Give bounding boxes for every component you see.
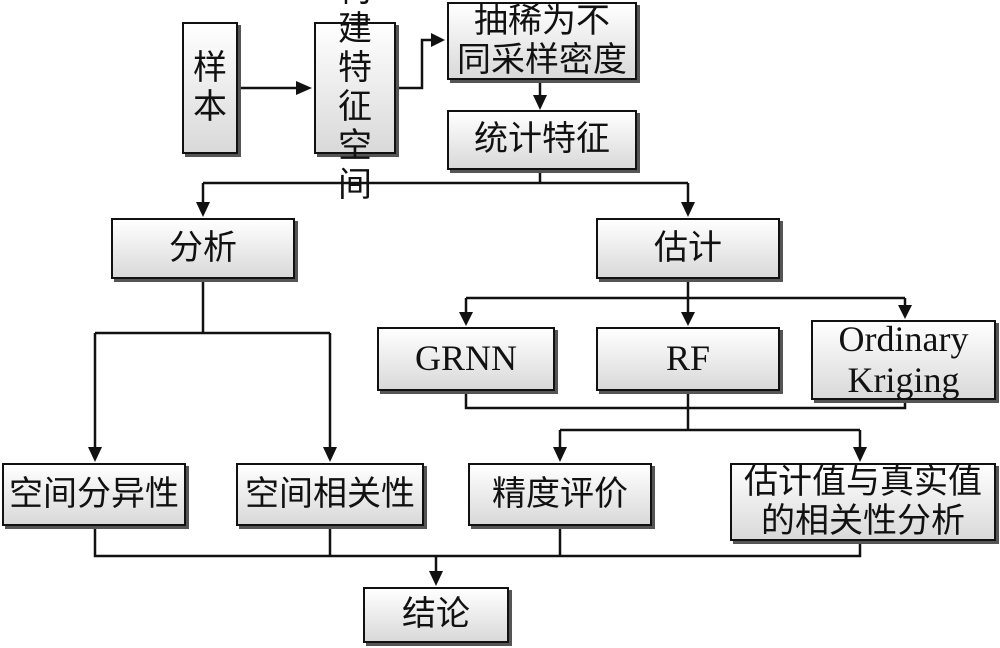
arrowhead <box>898 305 912 319</box>
connector-models-merge <box>464 391 907 410</box>
node-conclusion: 结论 <box>363 587 509 643</box>
node-spatial-heterogeneity: 空间分异性 <box>2 463 186 526</box>
arrowhead <box>323 447 337 462</box>
arrowhead <box>553 447 567 462</box>
node-statistics: 统计特征 <box>447 110 637 170</box>
arrowhead <box>853 447 867 462</box>
node-thinning: 抽稀为不 同采样密度 <box>447 1 637 80</box>
node-analysis: 分析 <box>111 218 295 279</box>
arrowhead <box>431 33 445 47</box>
arrowhead <box>429 571 443 586</box>
arrowhead <box>533 95 547 110</box>
arrowhead <box>88 447 102 462</box>
node-grnn: GRNN <box>377 327 555 391</box>
arrowhead <box>196 202 210 217</box>
node-feature-space: 构建 特征 空间 <box>314 0 396 205</box>
node-accuracy-evaluation: 精度评价 <box>468 463 652 526</box>
node-estimate-vs-true-correlation: 估计值与真实值 的相关性分析 <box>730 462 996 541</box>
arrowhead <box>681 312 695 326</box>
connector-bottom-merge <box>93 526 862 558</box>
node-sample: 样 本 <box>182 22 238 154</box>
arrowhead <box>459 312 473 326</box>
node-rf: RF <box>596 327 780 391</box>
arrowhead <box>681 202 695 217</box>
node-ordinary-kriging: Ordinary Kriging <box>811 319 996 400</box>
connector-feature-to-thinning <box>396 38 432 90</box>
node-spatial-correlation: 空间相关性 <box>236 463 424 526</box>
arrowhead <box>296 81 312 95</box>
node-estimation: 估计 <box>596 218 780 279</box>
